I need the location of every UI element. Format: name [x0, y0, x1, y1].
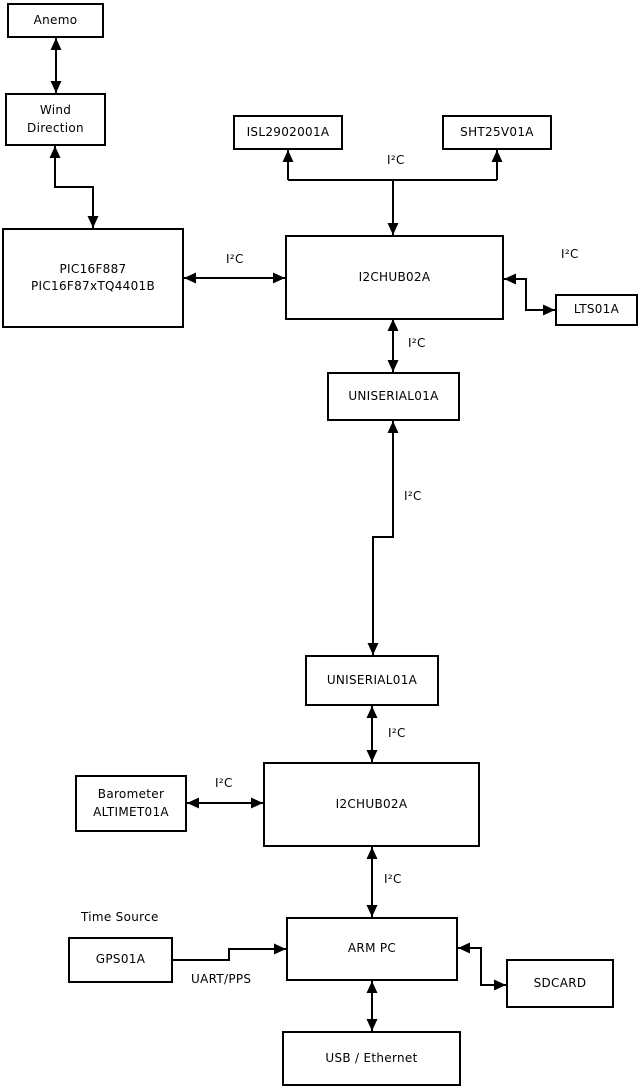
edge-wind-pic — [49, 146, 99, 228]
edge-label-uart-pps: UART/PPS — [191, 972, 252, 986]
edge-hub1-lts — [504, 273, 555, 316]
edge-uniserial1-uniserial2 — [367, 421, 399, 655]
edge-label-i2c-hub-lts: I²C — [561, 247, 579, 261]
node-i2chub02a-bottom: I2CHUB02A — [263, 762, 480, 847]
edge-armpc-sdcard — [458, 942, 506, 991]
node-sht25v01a: SHT25V01A — [442, 115, 552, 150]
node-usb-ethernet: USB / Ethernet — [282, 1031, 461, 1086]
node-wind-direction: Wind Direction — [5, 93, 106, 146]
edge-label-i2c-hub-uniserial: I²C — [408, 336, 426, 350]
node-pic16f887: PIC16F887 PIC16F87xTQ4401B — [2, 228, 184, 328]
node-anemo: Anemo — [7, 3, 104, 38]
edge-label-i2c-barometer-hub2: I²C — [215, 776, 233, 790]
node-uniserial01a-bottom: UNISERIAL01A — [305, 655, 439, 706]
node-lts01a: LTS01A — [555, 294, 638, 326]
node-gps01a: GPS01A — [68, 937, 173, 983]
edge-label-i2c-hub2-arm: I²C — [384, 872, 402, 886]
edge-label-time-source: Time Source — [81, 910, 159, 924]
node-barometer-altimet01a: Barometer ALTIMET01A — [75, 775, 187, 832]
edge-label-i2c-sensors: I²C — [387, 153, 405, 167]
node-i2chub02a-top: I2CHUB02A — [285, 235, 504, 320]
edge-gps-armpc — [173, 943, 286, 961]
edge-label-i2c-pic-hub: I²C — [226, 252, 244, 266]
node-isl2902001a: ISL2902001A — [233, 115, 343, 150]
edge-label-i2c-uniserial-hub2: I²C — [388, 726, 406, 740]
node-arm-pc: ARM PC — [286, 917, 458, 981]
node-sdcard: SDCARD — [506, 959, 614, 1008]
edge-label-i2c-uniserial-link: I²C — [404, 489, 422, 503]
node-uniserial01a-top: UNISERIAL01A — [327, 372, 460, 421]
